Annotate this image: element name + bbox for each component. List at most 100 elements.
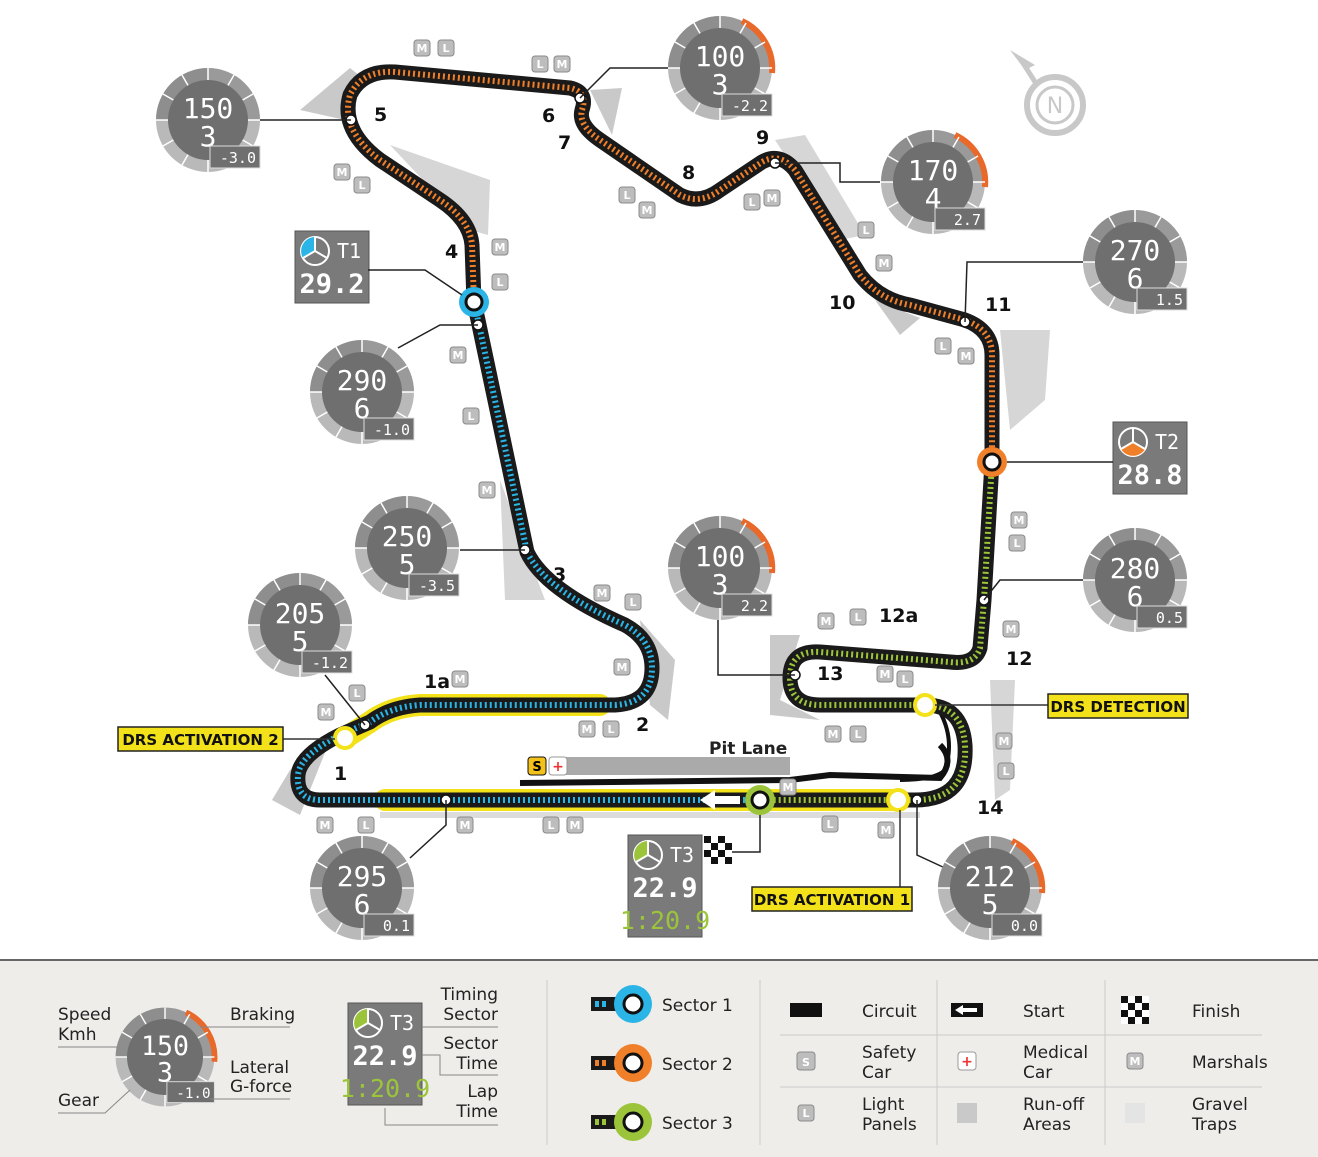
- legend-safety-label: Safety: [862, 1043, 916, 1063]
- light-panel-marker: L: [857, 221, 875, 239]
- gauge-g-force: 0.0: [1011, 917, 1038, 935]
- marshal-marker: M: [491, 238, 509, 256]
- svg-text:M: M: [880, 668, 891, 681]
- gauge-g-force: -3.5: [419, 577, 455, 595]
- svg-text:M: M: [417, 42, 428, 55]
- drs-point: [333, 726, 357, 750]
- gauge-speed: 270: [1110, 234, 1161, 267]
- marshal-marker: M: [824, 725, 842, 743]
- gauge-speed: 280: [1110, 552, 1161, 585]
- turn-label-10: 10: [829, 292, 855, 314]
- gauge-g-force: -2.2: [732, 97, 768, 115]
- medical-car-icon: +: [957, 1051, 977, 1071]
- gauge-leader-line: [916, 800, 946, 869]
- light-panel-marker: L: [618, 186, 636, 204]
- finish-flag-icon: [704, 836, 732, 864]
- gauge-leader-line: [397, 324, 478, 349]
- marshal-marker: M: [478, 481, 496, 499]
- gauge-face: [127, 1019, 203, 1095]
- legend-gear-label: Gear: [58, 1091, 99, 1111]
- svg-text:M: M: [783, 781, 794, 794]
- gauge-g-force: -3.0: [220, 149, 256, 167]
- svg-text:S: S: [802, 1056, 810, 1069]
- svg-text:M: M: [453, 349, 464, 362]
- legend-braking-label: Braking: [230, 1005, 295, 1025]
- svg-text:L: L: [854, 611, 861, 624]
- start-arrow-icon: [700, 790, 740, 810]
- drs-point: [886, 788, 910, 812]
- legend-medical-label-2: Car: [1023, 1063, 1052, 1083]
- sector-clock-icon: [633, 840, 663, 870]
- legend-lap-label: Lap: [467, 1082, 498, 1102]
- gauge-speed: 295: [337, 860, 388, 893]
- svg-text:M: M: [482, 484, 493, 497]
- svg-text:M: M: [821, 615, 832, 628]
- sector-time: 22.9: [352, 1041, 417, 1072]
- circuit-track: [290, 64, 1000, 808]
- svg-text:M: M: [460, 819, 471, 832]
- legend-runoff-label: Run-off: [1023, 1095, 1085, 1115]
- light-panel-marker: L: [849, 725, 867, 743]
- legend-lap-time-label: Time: [455, 1102, 498, 1122]
- turn-label-4: 4: [445, 241, 458, 263]
- gauge-face: [680, 28, 760, 108]
- svg-text:M: M: [321, 706, 332, 719]
- marshal-marker: M: [456, 816, 474, 834]
- marshal-marker: M: [1010, 511, 1028, 529]
- timing-sector-label: T3: [390, 1011, 414, 1035]
- turn-label-5: 5: [374, 104, 387, 126]
- svg-text:M: M: [557, 58, 568, 71]
- svg-text:M: M: [582, 723, 593, 736]
- gauge-speed: 250: [382, 520, 433, 553]
- svg-text:M: M: [879, 257, 890, 270]
- svg-text:M: M: [597, 587, 608, 600]
- marshal-marker: M: [553, 55, 571, 73]
- gauge-leader-line: [717, 620, 795, 676]
- turn-label-11: 11: [985, 294, 1011, 316]
- svg-text:DRS ACTIVATION 2: DRS ACTIVATION 2: [122, 731, 278, 749]
- marshal-marker: M: [779, 778, 797, 796]
- svg-text:L: L: [467, 410, 474, 423]
- gauge-speed: 100: [695, 540, 746, 573]
- marshal-marker: M: [413, 39, 431, 57]
- gauge-gear: 6: [1127, 580, 1144, 613]
- timing-sector-label: T1: [337, 239, 361, 263]
- marshal-marker: M: [817, 612, 835, 630]
- light-panel-marker: L: [353, 176, 371, 194]
- turn-label-1: 1: [334, 763, 347, 785]
- marshal-marker: M: [566, 816, 584, 834]
- turn-label-1a: 1a: [424, 671, 450, 693]
- svg-text:L: L: [901, 673, 908, 686]
- north-arrow-icon: [1010, 50, 1035, 70]
- svg-text:L: L: [623, 189, 630, 202]
- svg-text:L: L: [939, 340, 946, 353]
- light-panel-marker: L: [542, 816, 560, 834]
- svg-text:M: M: [570, 819, 581, 832]
- light-panel-marker: L: [1008, 534, 1026, 552]
- light-panel-marker: L: [357, 816, 375, 834]
- gauge-speed: 212: [965, 860, 1016, 893]
- legend-light-label: Light: [862, 1095, 905, 1115]
- legend-gravel-label-2: Traps: [1191, 1115, 1237, 1135]
- drs-activation-2-label: DRS ACTIVATION 2: [117, 726, 284, 752]
- gauge-gear: 5: [292, 625, 309, 658]
- svg-text:L: L: [1002, 765, 1009, 778]
- gauge-gear: 3: [712, 68, 729, 101]
- turn-label-2: 2: [636, 714, 649, 736]
- svg-text:L: L: [854, 728, 861, 741]
- gauge-gear: 3: [712, 568, 729, 601]
- legend-sector-2-label: Sector 2: [662, 1055, 733, 1075]
- svg-text:DRS ACTIVATION 1: DRS ACTIVATION 1: [754, 891, 910, 909]
- svg-text:L: L: [607, 723, 614, 736]
- light-panel-marker: L: [491, 273, 509, 291]
- svg-text:M: M: [961, 350, 972, 363]
- svg-text:M: M: [495, 241, 506, 254]
- gauge-gear: 6: [354, 888, 371, 921]
